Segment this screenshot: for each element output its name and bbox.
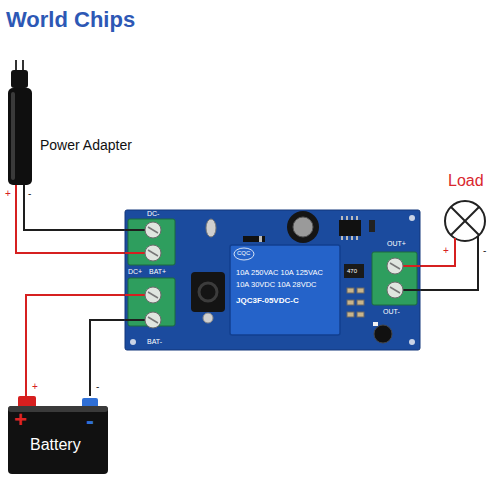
terminal-label: BAT+	[149, 268, 166, 276]
relay-board: CQC 10A 250VAC 10A 125VAC 10A 30VDC 10A 28…	[125, 210, 420, 350]
wire	[24, 185, 125, 230]
terminal-label: DC+	[128, 268, 142, 276]
polarity-mark: -	[96, 381, 99, 392]
component-marking: 470	[347, 268, 357, 275]
wire	[420, 244, 478, 290]
terminal-label: BAT-	[147, 338, 162, 346]
device-label: Power Adapter	[40, 138, 132, 153]
power-adapter-outline	[4, 60, 154, 185]
logo-watermark: World Chips	[6, 8, 135, 32]
wire	[90, 320, 125, 396]
cert-mark: CQC	[237, 250, 250, 257]
relay-outline	[230, 245, 340, 335]
battery-label: Battery	[30, 436, 81, 454]
load-lamp: Load	[440, 172, 492, 244]
terminal-label: OUT+	[387, 240, 406, 248]
relay: CQC 10A 250VAC 10A 125VAC 10A 30VDC 10A 28…	[230, 245, 340, 335]
terminal-label: DC-	[147, 210, 159, 218]
polarity-mark: -	[28, 188, 31, 199]
terminal-label: OUT-	[383, 308, 400, 316]
relay-rating: 10A 30VDC 10A 28VDC	[236, 281, 316, 289]
polarity-mark: +	[5, 188, 11, 199]
polarity-mark: -	[483, 245, 486, 256]
polarity-mark: +	[443, 245, 449, 256]
polarity-mark: +	[14, 408, 27, 432]
wire	[420, 244, 455, 266]
wire	[16, 185, 125, 253]
wire	[26, 295, 125, 396]
load-label: Load	[448, 172, 484, 190]
relay-model: JQC3F-05VDC-C	[236, 297, 299, 306]
polarity-mark: +	[32, 381, 38, 392]
relay-rating: 10A 250VAC 10A 125VAC	[236, 269, 323, 277]
polarity-mark: -	[86, 408, 94, 434]
power-adapter: Power Adapter	[4, 60, 154, 185]
